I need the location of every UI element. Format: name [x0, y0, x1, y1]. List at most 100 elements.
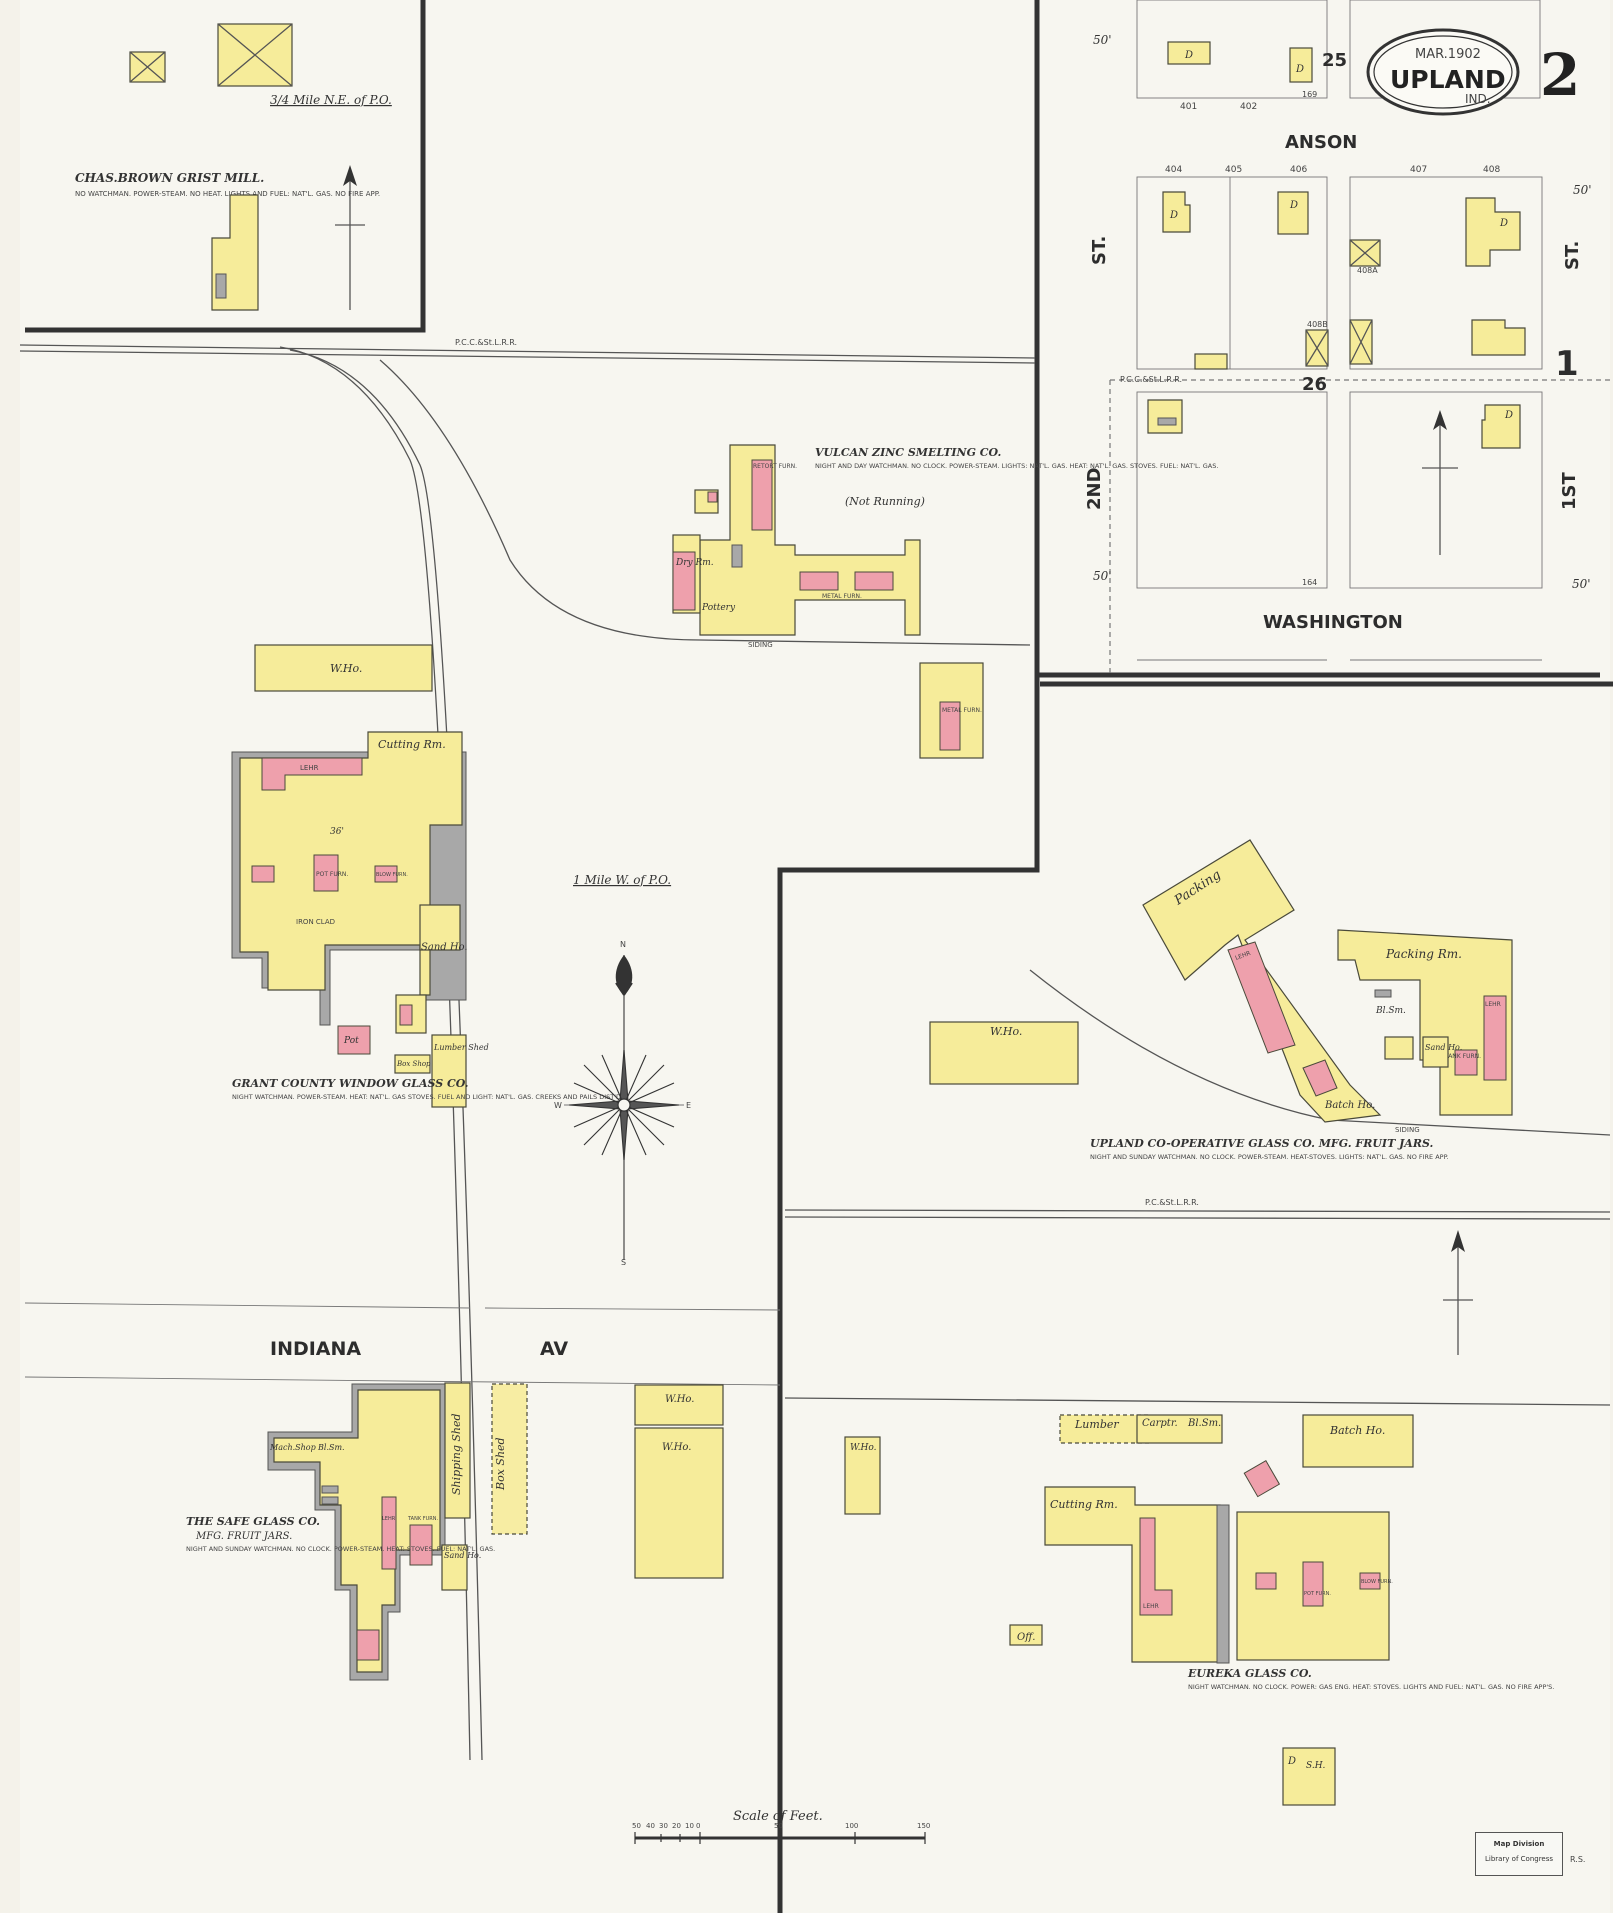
compass-center [617, 1098, 631, 1112]
dry-room [672, 551, 696, 611]
dwelling [1481, 404, 1521, 449]
compass-e: E [686, 1101, 691, 1110]
vulcan-zinc-smelting-co: Dry Rm. RETORT FURN. METAL FURN. Pottery… [672, 444, 1218, 649]
shipping-shed [444, 1382, 471, 1519]
scale-tick-label: 0 [696, 1822, 700, 1830]
inset-borders [25, 0, 1613, 1913]
shed-x [1305, 329, 1329, 367]
sand-house-label: Sand Ho. [421, 942, 468, 953]
grist-mill-inset: 3/4 Mile N.E. of P.O. CHAS.BROWN GRIST M… [75, 23, 392, 311]
lot-number: 408 [1483, 165, 1500, 175]
sand-house-label: Sand Ho. [1425, 1043, 1462, 1052]
stamp-line-2: Library of Congress [1484, 1855, 1554, 1863]
street-label-1st: 1ST [1559, 472, 1580, 510]
street-label-2nd-st: ST. [1089, 236, 1110, 265]
metal-furnace-label: METAL FURN. [822, 593, 862, 600]
blacksmith-label: Bl.Sm. [317, 1443, 345, 1452]
dimension-label: 50' [1572, 577, 1591, 591]
eureka-passage [1216, 1504, 1230, 1664]
safe-glass-co: LEHR TANK FURN. Mach.Shop Bl.Sm. Sand Ho… [186, 1382, 528, 1681]
dwelling-label: D [1295, 64, 1304, 75]
cartouche-inner [1373, 35, 1513, 109]
lehr-grant [261, 757, 363, 791]
cutting-room-label: Cutting Rm. [1050, 1498, 1118, 1511]
title-cartouche: MAR.1902 UPLAND IND. 2 [1366, 28, 1580, 116]
lehr-label: LEHR [1143, 1603, 1159, 1610]
dwelling-label: D [1287, 1756, 1296, 1767]
box-shop-label: Box Shop [396, 1060, 431, 1068]
upland-coop-notes: NIGHT AND SUNDAY WATCHMAN. NO CLOCK. POW… [1090, 1153, 1449, 1161]
metal-furnace-label: METAL FURN. [942, 707, 982, 714]
cartouche-outer [1366, 28, 1520, 116]
warehouse-f [634, 1384, 724, 1426]
safe-glass-name: THE SAFE GLASS CO. [186, 1515, 320, 1528]
scale-tick-label: 50 [774, 1822, 783, 1830]
eureka-small-furnace [1243, 1460, 1281, 1498]
dimension-label: 36' [330, 827, 344, 837]
tank-furnace-upland-2 [1454, 1049, 1478, 1076]
pot-furnace [313, 854, 339, 892]
warehouse-grant [254, 644, 433, 692]
dwelling-z [1282, 1747, 1336, 1806]
blow-furnace-label: BLOW FURN. [1361, 1579, 1393, 1585]
lot-number: 402 [1240, 102, 1257, 112]
mill-engine [215, 273, 227, 299]
tank-furnace-safe-2 [356, 1629, 380, 1661]
lehr-label: LEHR [300, 764, 319, 772]
pottery-label: Pottery [701, 603, 736, 613]
dimension-label: 50' [1573, 183, 1592, 197]
grant-county-window-glass-co: W.Ho. LEHR Cutting Rm. POT FURN. BLOW FU… [231, 644, 623, 1108]
corner-mark: R.S. [1570, 1855, 1585, 1864]
block-26-ne [1349, 176, 1543, 370]
blow-furnace-label: BLOW FURN. [376, 872, 408, 878]
block-number-25: 25 [1322, 50, 1347, 71]
fleur-de-lis-petals [615, 982, 633, 996]
dwelling-label: D [1504, 410, 1513, 421]
lehr-safe [381, 1496, 397, 1570]
stamp-line-1: Map Division [1493, 1840, 1545, 1848]
warehouse-label: W.Ho. [850, 1443, 877, 1453]
siding-label: SIDING [748, 641, 773, 649]
tank-furnace-safe [409, 1524, 433, 1566]
pot-furnace-label: POT FURN. [316, 871, 348, 878]
railroad-spur-curve-2 [289, 349, 483, 1761]
dwelling [1289, 47, 1313, 83]
scale-tick-label: 10 [685, 1822, 694, 1830]
warehouse-label: W.Ho. [990, 1025, 1022, 1038]
compass-w: W [554, 1101, 562, 1110]
metal-furnace [939, 701, 961, 751]
batch-house-eureka [1302, 1414, 1414, 1468]
shed-x [1349, 239, 1381, 267]
vulcan-annex: METAL FURN. [919, 662, 984, 759]
railroad-spur-curve [279, 346, 471, 1761]
lot-number: 407 [1410, 165, 1427, 175]
siding-eureka [784, 1397, 1611, 1406]
scale-tick-label: 40 [646, 1822, 655, 1830]
box-shop [394, 1054, 431, 1074]
lehr-label: LEHR [382, 1516, 396, 1522]
lumber-shed-eureka [1059, 1414, 1151, 1444]
warehouse-label: W.Ho. [662, 1442, 691, 1453]
indiana-av-south-edge [24, 1376, 781, 1386]
upland-shed [1384, 1036, 1414, 1060]
center-division-border [777, 0, 1600, 1913]
shipping-shed-label: Shipping Shed [450, 1413, 463, 1495]
dwelling [1162, 191, 1191, 233]
dwelling-label: D [1169, 210, 1178, 221]
dry-room-label: Dry Rm. [675, 558, 714, 568]
fleur-de-lis [615, 955, 633, 995]
street-label-indiana: INDIANA [270, 1338, 361, 1360]
grist-mill-inset-border [25, 0, 426, 333]
sheet-number: 2 [1540, 41, 1580, 109]
block-26-nw [1136, 176, 1328, 370]
boiler [321, 1496, 339, 1505]
warehouse-y [844, 1436, 881, 1515]
tank-furnace-label: TANK FURN. [1444, 1053, 1481, 1060]
north-arrow-head [1433, 410, 1447, 430]
eureka-name: EUREKA GLASS CO. [1187, 1667, 1312, 1680]
distance-center: 1 Mile W. of P.O. [573, 873, 671, 887]
sand-house-upland [1422, 1036, 1449, 1068]
office-label: Off. [1017, 1632, 1035, 1643]
engine [731, 544, 743, 568]
cutting-room-label: Cutting Rm. [378, 738, 446, 751]
